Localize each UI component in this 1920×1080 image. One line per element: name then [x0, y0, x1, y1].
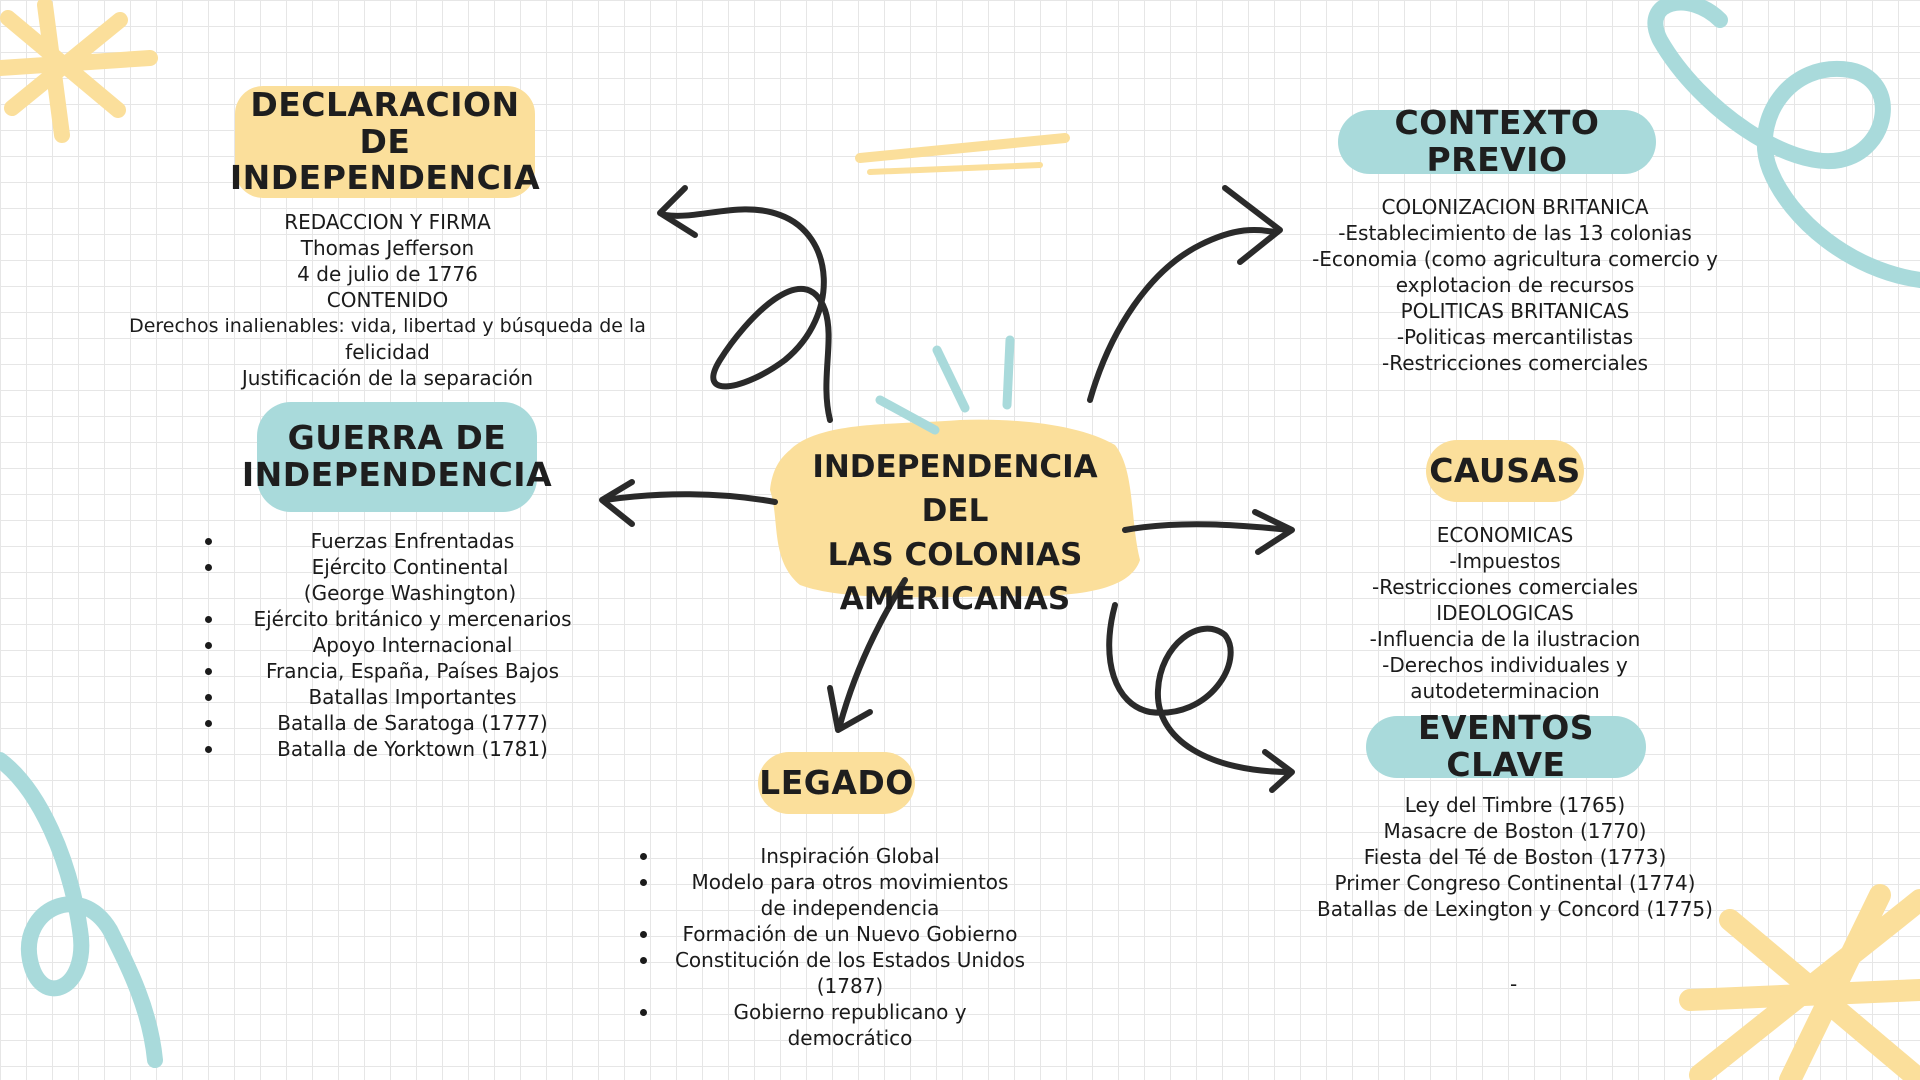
- list-item: Batalla de Saratoga (1777): [205, 710, 620, 736]
- causas-line: -Influencia de la ilustracion: [1369, 627, 1641, 651]
- yellow-brush-stroke-decoration: [855, 133, 1070, 163]
- legado-list: Inspiración Global Modelo para otros mov…: [640, 843, 1060, 1051]
- list-item: Constitución de los Estados Unidos (1787…: [640, 947, 1035, 999]
- eventos-title-pill: EVENTOS CLAVE: [1366, 709, 1646, 783]
- guerra-title-line: GUERRA DE: [287, 418, 507, 458]
- guerra-list: Fuerzas Enfrentadas Ejército Continental…: [205, 528, 620, 762]
- causas-line: autodeterminacion: [1410, 679, 1600, 703]
- arrow-to-causas: [1122, 521, 1293, 533]
- yellow-star-decoration-bottom-right: [1679, 884, 1920, 1080]
- list-item: Inspiración Global: [640, 843, 1060, 869]
- declaracion-title-pill: DECLARACION DE INDEPENDENCIA: [230, 86, 540, 198]
- arrow-to-eventos: [1106, 602, 1293, 775]
- blue-squiggle-decoration-top-right: [1647, 0, 1920, 288]
- arrow-to-legado: [837, 577, 908, 728]
- arrowhead-causas: [1252, 509, 1295, 555]
- contexto-line: -Restricciones comerciales: [1382, 351, 1648, 375]
- central-title-line: LAS COLONIAS: [827, 537, 1083, 573]
- declaracion-title-line: INDEPENDENCIA: [229, 158, 541, 198]
- contexto-line: POLITICAS BRITANICAS: [1400, 299, 1630, 323]
- arrow-to-declaracion: [662, 206, 833, 423]
- arrow-to-guerra: [602, 491, 778, 505]
- legado-title-pill: LEGADO: [758, 752, 915, 814]
- arrowhead-guerra: [599, 479, 635, 527]
- contexto-line: -Establecimiento de las 13 colonias: [1338, 221, 1692, 245]
- arrowhead-eventos: [1262, 749, 1295, 793]
- yellow-star-decoration-top-left: [0, 0, 158, 143]
- contexto-title-pill: CONTEXTO PREVIO: [1338, 104, 1656, 178]
- declaracion-title-line: DECLARACION DE: [250, 84, 520, 161]
- declaracion-text: REDACCION Y FIRMA Thomas Jefferson 4 de …: [95, 209, 680, 391]
- eventos-title: EVENTOS CLAVE: [1417, 708, 1595, 784]
- eventos-line: Primer Congreso Continental (1774): [1334, 871, 1696, 895]
- legado-title: LEGADO: [759, 762, 914, 802]
- list-item: Ejército británico y mercenarios: [205, 606, 620, 632]
- list-item: Ejército Continental (George Washington): [205, 554, 540, 606]
- causas-title-pill: CAUSAS: [1426, 440, 1584, 502]
- causas-title: CAUSAS: [1429, 450, 1581, 490]
- eventos-line: Fiesta del Té de Boston (1773): [1363, 845, 1667, 869]
- contexto-line: COLONIZACION BRITANICA: [1381, 195, 1649, 219]
- list-item: Batallas Importantes: [205, 684, 620, 710]
- list-item: Fuerzas Enfrentadas: [205, 528, 620, 554]
- guerra-title-pill: GUERRA DE INDEPENDENCIA: [242, 402, 552, 512]
- causas-line: -Derechos individuales y: [1382, 653, 1628, 677]
- list-item: Gobierno republicano y democrático: [640, 999, 975, 1051]
- causas-text: ECONOMICAS -Impuestos -Restricciones com…: [1320, 522, 1690, 704]
- eventos-line: Batallas de Lexington y Concord (1775): [1317, 897, 1713, 921]
- contexto-title: CONTEXTO PREVIO: [1394, 103, 1600, 179]
- arrowhead-contexto: [1222, 185, 1283, 265]
- central-title: INDEPENDENCIA DEL LAS COLONIAS AMERICANA…: [790, 445, 1120, 621]
- central-yellow-brush-blob: [770, 419, 1140, 598]
- arrowhead-declaracion: [657, 185, 698, 238]
- list-item: Formación de un Nuevo Gobierno: [640, 921, 1060, 947]
- contexto-line: explotacion de recursos: [1395, 273, 1635, 297]
- declaracion-line: CONTENIDO: [326, 288, 449, 312]
- arrow-to-contexto: [1087, 227, 1278, 403]
- list-item: Apoyo Internacional: [205, 632, 620, 658]
- declaracion-line: REDACCION Y FIRMA: [284, 210, 491, 234]
- stray-dash-mark: -: [1510, 972, 1518, 996]
- central-title-line: INDEPENDENCIA DEL: [812, 449, 1098, 529]
- declaracion-line: Thomas Jefferson: [300, 236, 475, 260]
- contexto-line: -Economia (como agricultura comercio y: [1312, 247, 1718, 271]
- declaracion-line: 4 de julio de 1776: [297, 262, 478, 286]
- list-item: Francia, España, Países Bajos: [205, 658, 620, 684]
- blue-squiggle-decoration-bottom-left: [0, 752, 163, 1068]
- causas-line: -Restricciones comerciales: [1372, 575, 1638, 599]
- contexto-line: -Politicas mercantilistas: [1396, 325, 1634, 349]
- declaracion-line: Justificación de la separación: [241, 366, 534, 390]
- declaracion-line: Derechos inalienables: vida, libertad y …: [129, 315, 646, 337]
- list-item: Modelo para otros movimientos de indepen…: [640, 869, 1015, 921]
- eventos-text: Ley del Timbre (1765) Masacre de Boston …: [1300, 792, 1730, 922]
- contexto-text: COLONIZACION BRITANICA -Establecimiento …: [1290, 194, 1740, 376]
- causas-line: ECONOMICAS: [1436, 523, 1574, 547]
- causas-line: IDEOLOGICAS: [1436, 601, 1574, 625]
- list-item: Batalla de Yorktown (1781): [205, 736, 620, 762]
- eventos-line: Masacre de Boston (1770): [1383, 819, 1647, 843]
- eventos-line: Ley del Timbre (1765): [1404, 793, 1626, 817]
- declaracion-line: felicidad: [345, 340, 430, 364]
- arrowhead-legado: [827, 685, 873, 733]
- guerra-title-line: INDEPENDENCIA: [241, 455, 553, 494]
- causas-line: -Impuestos: [1449, 549, 1561, 573]
- blue-sparkle-decoration: [875, 335, 1015, 435]
- central-title-line: AMERICANAS: [839, 581, 1071, 617]
- yellow-brush-stroke-decoration: [867, 162, 1043, 175]
